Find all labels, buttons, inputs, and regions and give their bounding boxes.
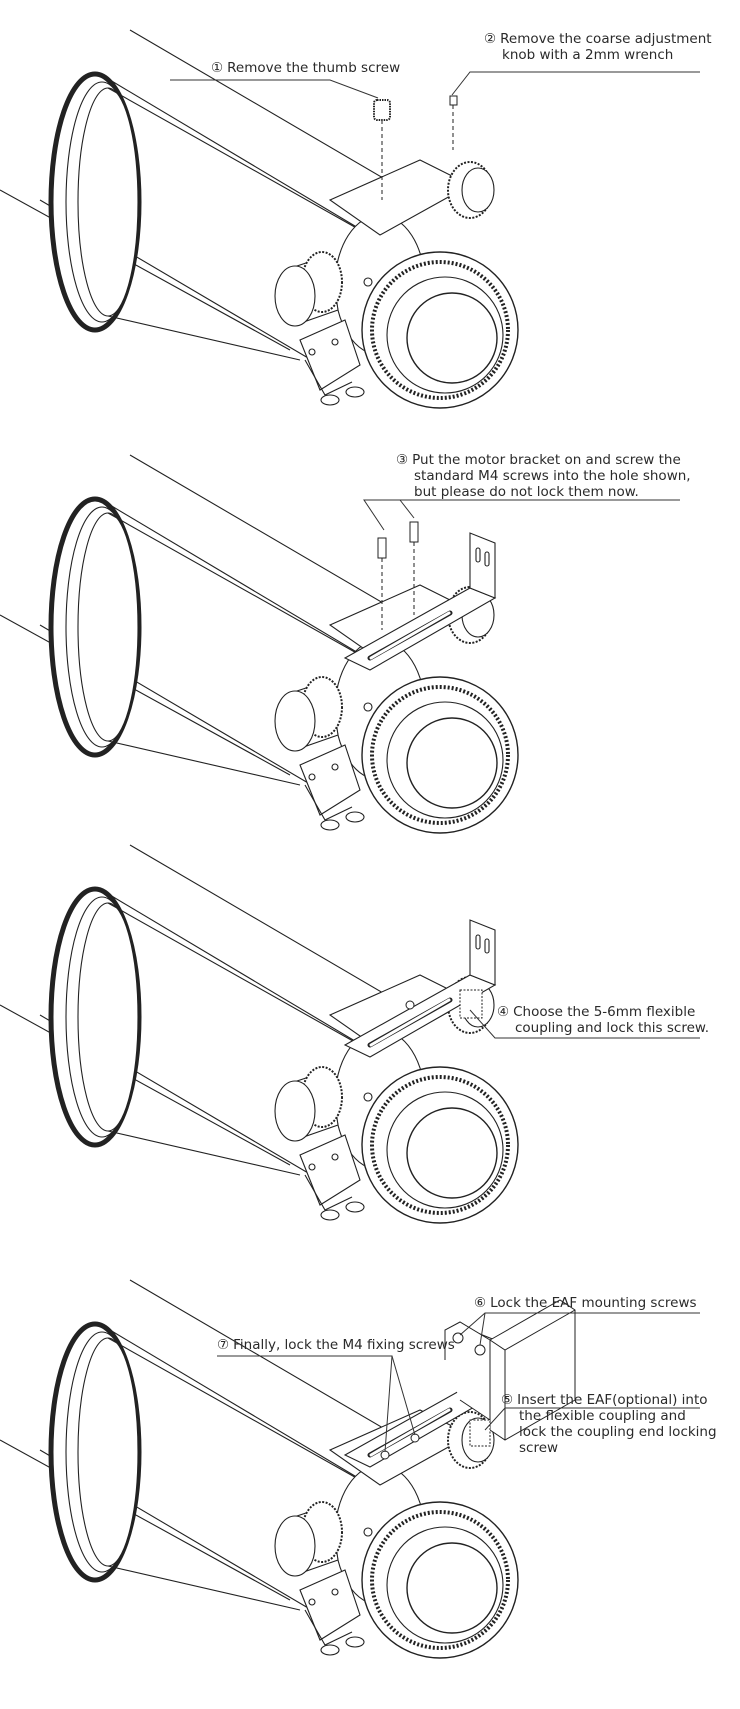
panel-4-illustration xyxy=(0,1280,700,1658)
panel-2-illustration xyxy=(0,455,680,833)
m4-screw-icon xyxy=(409,521,419,543)
set-screw-icon xyxy=(449,95,458,106)
thumb-screw-icon xyxy=(373,99,391,121)
panel-1-illustration xyxy=(0,30,700,408)
panel-3-illustration xyxy=(0,845,700,1223)
flexible-coupling-icon xyxy=(459,989,483,1019)
m4-screw-icon xyxy=(377,537,387,559)
